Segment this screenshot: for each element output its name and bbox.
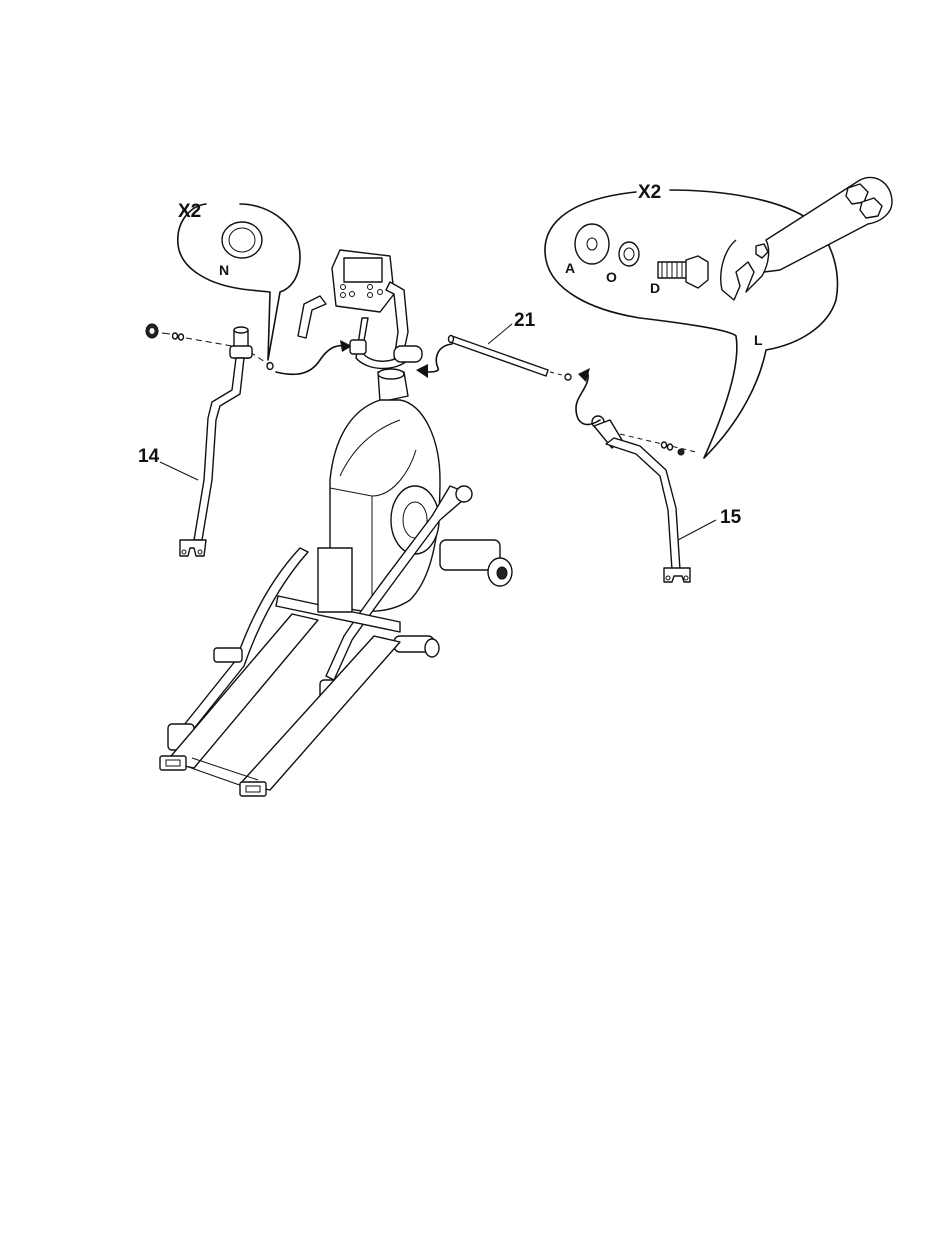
left-callout-qty: X2 xyxy=(178,201,201,222)
part-a-label: A xyxy=(565,260,575,276)
part-l-label: L xyxy=(754,332,763,348)
elliptical-machine xyxy=(160,250,512,796)
left-handlebar-arm: 14 xyxy=(138,324,273,556)
part-l-wrench-icon xyxy=(721,177,892,300)
part-14-label: 14 xyxy=(138,446,160,467)
part-n-ring-icon xyxy=(222,222,262,258)
part-o-label: O xyxy=(606,269,617,285)
part-21-label: 21 xyxy=(514,310,536,331)
part-o-lockwasher-icon xyxy=(619,242,639,266)
part-d-bolt-icon xyxy=(658,256,708,288)
arrow-center-icon xyxy=(416,364,428,378)
axle-rod: 21 xyxy=(449,310,572,380)
part-d-label: D xyxy=(650,280,660,296)
install-arrows xyxy=(276,340,600,424)
part-a-washer-icon xyxy=(575,224,609,264)
part-15-label: 15 xyxy=(720,507,742,528)
part-n-label: N xyxy=(219,262,229,278)
right-callout-qty: X2 xyxy=(638,182,661,203)
